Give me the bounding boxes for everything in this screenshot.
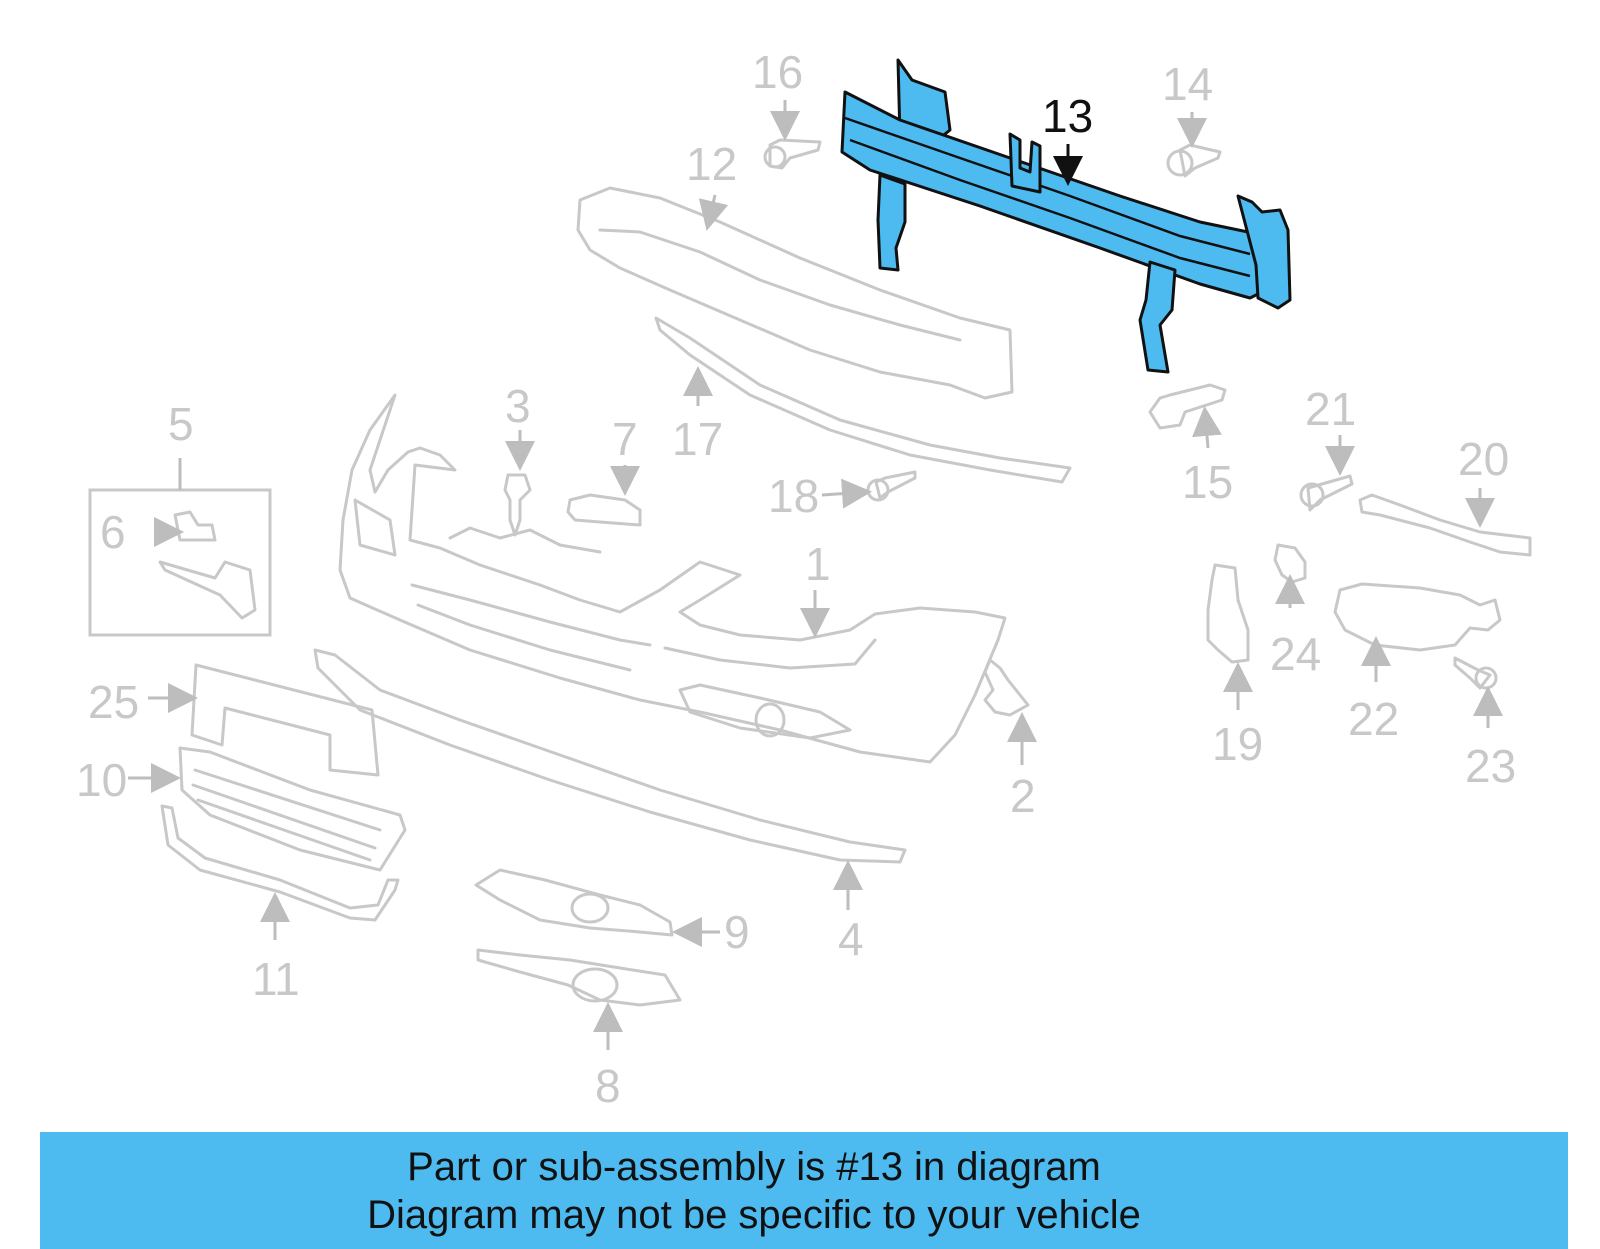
callout-15: 15: [1182, 456, 1233, 508]
bolt-15-part: [1148, 383, 1227, 430]
callout-8: 8: [595, 1060, 621, 1112]
callout-5: 5: [168, 398, 194, 450]
clip-24-part: [1273, 543, 1307, 584]
callout-1: 1: [805, 538, 831, 590]
lower-strip-part: [313, 648, 907, 864]
fog-bezel-lower-part: [476, 948, 682, 1007]
callout-21: 21: [1305, 383, 1356, 435]
callout-7: 7: [612, 413, 638, 465]
callout-10: 10: [76, 754, 127, 806]
screw-23-part: [1453, 656, 1492, 690]
callout-17: 17: [672, 413, 723, 465]
banner-line-disclaimer: Diagram may not be specific to your vehi…: [367, 1192, 1141, 1237]
callout-25: 25: [88, 676, 139, 728]
callout-4: 4: [838, 913, 864, 965]
callout-3: 3: [505, 380, 531, 432]
callout-20: 20: [1458, 433, 1509, 485]
screw-18-part: [874, 470, 917, 500]
callout-24: 24: [1270, 628, 1321, 680]
fog-bezel-upper-part: [474, 868, 674, 937]
bolt-14-part: [1178, 143, 1222, 178]
lower-grille-part: [178, 746, 407, 872]
callout-16: 16: [752, 46, 803, 98]
callout-11: 11: [252, 953, 300, 1005]
bumper-cover-part: [338, 393, 1007, 764]
callout-14: 14: [1162, 58, 1213, 110]
bolt-2-part: [983, 658, 1030, 717]
impact-bar-highlighted[interactable]: [840, 58, 1292, 374]
banner-line-part-number: Part or sub-assembly is #13 in diagram: [407, 1144, 1101, 1189]
bracket-19-part: [1206, 563, 1250, 664]
callout-13: 13: [1042, 90, 1093, 142]
callout-2: 2: [1010, 770, 1036, 822]
callout-labels: 1 2 3 4 5 6 7 8 9 10 11 12 13 14 15 16 1…: [76, 46, 1516, 1112]
grille-trim-part: [160, 804, 400, 922]
bracket-7-part: [566, 493, 642, 527]
callout-6: 6: [100, 506, 126, 558]
license-plate-bracket-part: [190, 663, 380, 777]
bracket-20-part: [1358, 493, 1532, 557]
callout-22: 22: [1348, 693, 1399, 745]
callout-19: 19: [1212, 718, 1263, 770]
bolt-16-part: [768, 138, 822, 170]
info-banner: Part or sub-assembly is #13 in diagram D…: [40, 1132, 1568, 1249]
bracket-22-part: [1333, 582, 1502, 652]
callout-23: 23: [1465, 740, 1516, 792]
clip-3-part: [503, 473, 532, 537]
callout-18: 18: [768, 470, 819, 522]
leader-lines: [128, 100, 1503, 1050]
callout-9: 9: [724, 906, 750, 958]
callout-12: 12: [686, 138, 737, 190]
